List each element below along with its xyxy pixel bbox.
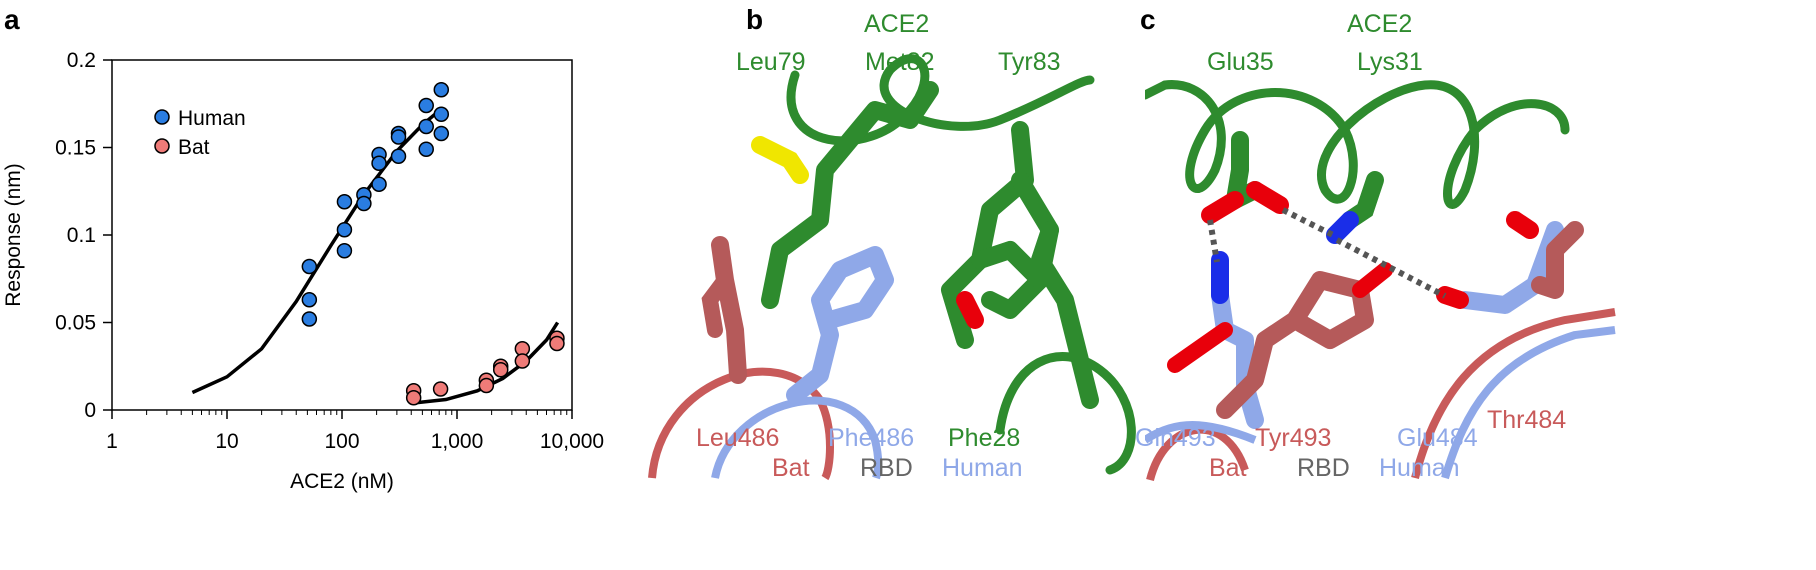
- legend-label-bat: Bat: [178, 136, 210, 159]
- x-tick-label: 10: [215, 430, 238, 453]
- legend-label-human: Human: [178, 107, 246, 130]
- structure-image-b: [648, 54, 1136, 481]
- residue-leu79: Leu79: [736, 48, 806, 76]
- panel-c-label: c: [1140, 4, 1156, 35]
- data-point-human: [418, 118, 434, 135]
- data-point-human: [301, 258, 318, 275]
- data-point-human: [390, 148, 407, 164]
- y-tick-label: 0.1: [67, 224, 96, 247]
- y-tick-label: 0.05: [55, 312, 96, 335]
- ace2-title-c: ACE2: [1347, 10, 1413, 38]
- panel-b-label: b: [746, 4, 764, 35]
- panel-b: b ACE2 Leu79 Met82 Tyr83 Leu486 Phe486: [620, 0, 1220, 570]
- x-tick-label: 100: [324, 430, 359, 453]
- data-point-bat: [549, 335, 565, 352]
- data-point-human: [336, 222, 353, 238]
- panel-a-label: a: [4, 4, 20, 35]
- x-tick-label: 10,000: [540, 430, 604, 453]
- legend-rbd-b: RBD: [860, 454, 913, 482]
- fit-curve-human: [191, 107, 443, 395]
- y-tick-label: 0: [84, 399, 96, 422]
- residue-glu484: Glu484: [1397, 424, 1478, 452]
- legend-human-c: Human: [1379, 454, 1460, 482]
- residue-lys31: Lys31: [1357, 48, 1423, 76]
- residue-tyr493: Tyr493: [1255, 424, 1332, 452]
- data-point-human: [336, 243, 353, 259]
- residue-leu486: Leu486: [696, 424, 780, 452]
- y-tick-label: 0.2: [67, 49, 96, 72]
- residue-met82: Met82: [865, 48, 935, 76]
- data-point-human: [390, 129, 407, 145]
- data-point-human: [356, 195, 372, 212]
- data-point-human: [336, 194, 353, 210]
- data-point-bat: [514, 353, 531, 369]
- data-point-human: [301, 292, 318, 308]
- residue-glu35: Glu35: [1207, 48, 1274, 76]
- residue-phe28: Phe28: [948, 424, 1021, 452]
- legend-bat-b: Bat: [772, 454, 810, 482]
- data-point-human: [301, 311, 318, 327]
- y-tick-label: 0.15: [55, 137, 96, 160]
- residue-phe486: Phe486: [828, 424, 915, 452]
- residue-tyr83: Tyr83: [998, 48, 1061, 76]
- y-axis-label: Response (nm): [2, 163, 25, 307]
- legend-marker-human: [154, 109, 170, 125]
- data-point-bat: [405, 390, 422, 406]
- data-point-human: [418, 141, 434, 157]
- fit-curve-bat: [413, 321, 560, 405]
- data-point-human: [433, 125, 450, 142]
- data-point-human: [371, 176, 387, 192]
- x-tick-label: 1,000: [431, 430, 484, 453]
- residue-gln493: Gln493: [1135, 424, 1216, 452]
- structure-image-c: [1145, 80, 1616, 482]
- data-point-human: [371, 155, 387, 171]
- legend-human-b: Human: [942, 454, 1023, 482]
- residue-thr484: Thr484: [1487, 406, 1567, 434]
- x-tick-label: 1: [106, 430, 118, 453]
- panel-c: c: [1135, 0, 1816, 570]
- legend-marker-bat: [154, 138, 170, 154]
- data-point-human: [418, 97, 434, 114]
- legend-rbd-c: RBD: [1297, 454, 1350, 482]
- data-point-bat: [492, 362, 509, 378]
- data-point-human: [433, 106, 450, 122]
- data-point-bat: [478, 377, 495, 394]
- data-point-human: [433, 82, 450, 98]
- x-axis-label: ACE2 (nM): [290, 470, 394, 493]
- ace2-title-b: ACE2: [864, 10, 930, 38]
- data-point-bat: [432, 381, 449, 397]
- legend-bat-c: Bat: [1209, 454, 1247, 482]
